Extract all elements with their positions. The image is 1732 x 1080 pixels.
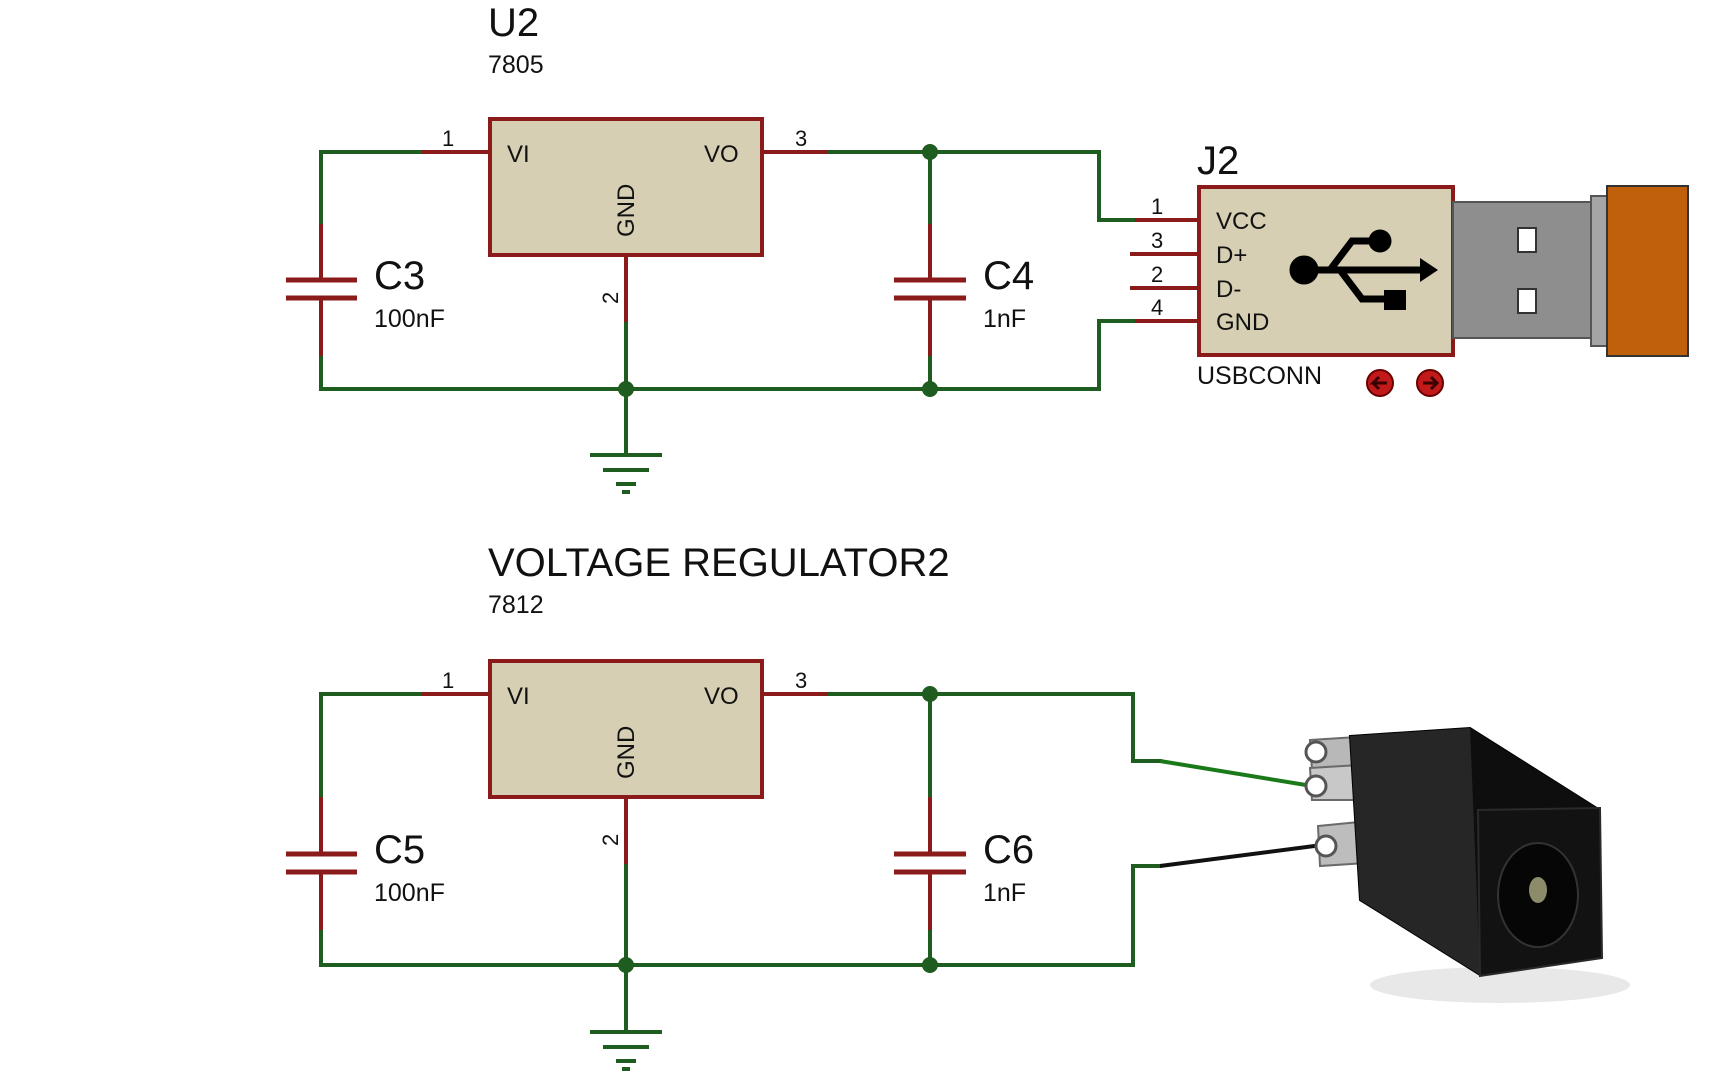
wire-gnd-rail-2 bbox=[319, 864, 1162, 967]
c4-ref: C4 bbox=[983, 254, 1034, 298]
junction bbox=[618, 957, 634, 973]
ground-icon bbox=[590, 453, 662, 494]
wire-vin-c5 bbox=[319, 692, 422, 797]
u2-value: 7805 bbox=[488, 51, 544, 79]
regulator2-pin2-num: 2 bbox=[598, 834, 623, 846]
regulator2-pin-gnd-label: GND bbox=[613, 726, 640, 779]
u2-pin2-num: 2 bbox=[598, 292, 623, 304]
c4-value: 1nF bbox=[983, 305, 1026, 333]
wire-vin-c3 bbox=[319, 150, 422, 224]
regulator2-pin3-num: 3 bbox=[795, 668, 807, 693]
u2-pin3-num: 3 bbox=[795, 126, 807, 151]
black-lead-wire bbox=[1159, 843, 1323, 868]
junction bbox=[618, 381, 634, 397]
ground-icon bbox=[590, 1030, 662, 1071]
junction bbox=[922, 686, 938, 702]
j2-pin-name: GND bbox=[1216, 309, 1269, 336]
c3-value: 100nF bbox=[374, 305, 445, 333]
j2-pin-num: 2 bbox=[1151, 262, 1163, 287]
j2-pin-name: D+ bbox=[1216, 242, 1247, 269]
usb-plug-graphic bbox=[1452, 185, 1689, 357]
u2-pin1-num: 1 bbox=[442, 126, 454, 151]
j2-pin-name: D- bbox=[1216, 276, 1241, 303]
j2-pin-name: VCC bbox=[1216, 208, 1267, 235]
circuit-1: U2 7805 VI VO GND 1 3 2 C3 100nF C4 1nF bbox=[286, 1, 1689, 494]
j2-value: USBCONN bbox=[1197, 362, 1322, 390]
u2-body[interactable] bbox=[488, 117, 764, 257]
junction bbox=[922, 144, 938, 160]
u2-pin-vo-label: VO bbox=[704, 141, 739, 168]
green-lead-wire bbox=[1159, 759, 1313, 788]
c5-value: 100nF bbox=[374, 879, 445, 907]
c6-ref: C6 bbox=[983, 828, 1034, 872]
regulator2-ref: VOLTAGE REGULATOR2 bbox=[488, 541, 950, 585]
regulator2-pin1-num: 1 bbox=[442, 668, 454, 693]
dc-barrel-jack bbox=[1304, 726, 1630, 1003]
regulator2-pin-vo-label: VO bbox=[704, 683, 739, 710]
junction bbox=[922, 957, 938, 973]
regulator2-body[interactable] bbox=[488, 659, 764, 799]
junction bbox=[922, 381, 938, 397]
j2-pin-num: 3 bbox=[1151, 228, 1163, 253]
j2-pin-num: 1 bbox=[1151, 194, 1163, 219]
wire-vout-jack bbox=[828, 692, 1162, 763]
u2-pin-vi-label: VI bbox=[507, 141, 530, 168]
arrow-left-icon[interactable] bbox=[1366, 369, 1394, 397]
wire-gnd-rail bbox=[319, 319, 1137, 391]
wire-vout-vcc bbox=[828, 150, 1137, 222]
regulator2-value: 7812 bbox=[488, 591, 544, 619]
c6-value: 1nF bbox=[983, 879, 1026, 907]
regulator2-pin-vi-label: VI bbox=[507, 683, 530, 710]
j2-pin-num: 4 bbox=[1151, 295, 1163, 320]
usb-symbol-icon bbox=[1289, 229, 1438, 310]
j2-ref: J2 bbox=[1197, 139, 1239, 183]
u2-pin-gnd-label: GND bbox=[613, 184, 640, 237]
u2-ref: U2 bbox=[488, 1, 539, 45]
arrow-right-icon[interactable] bbox=[1416, 369, 1444, 397]
c5-ref: C5 bbox=[374, 828, 425, 872]
c3-ref: C3 bbox=[374, 254, 425, 298]
circuit-2: VOLTAGE REGULATOR2 7812 VI VO GND 1 3 2 … bbox=[286, 541, 1630, 1071]
